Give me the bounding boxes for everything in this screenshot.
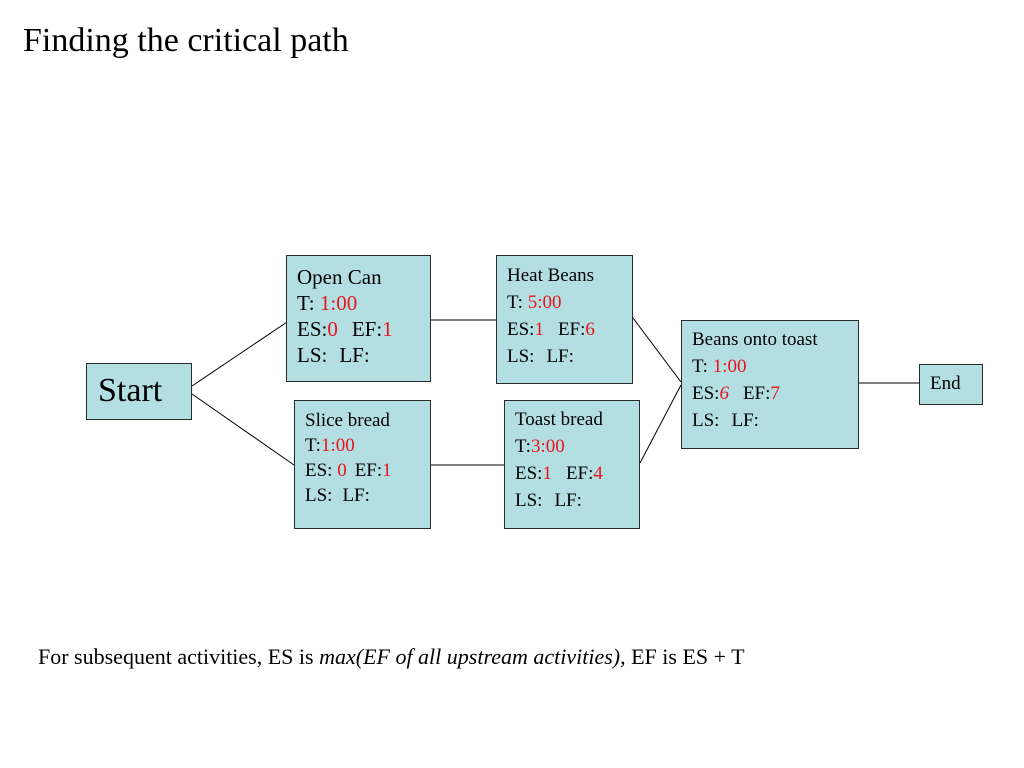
open-can-t-value: 1:00 xyxy=(319,291,358,315)
slice-bread-t-label: T: xyxy=(305,435,321,456)
slice-bread-t-value: 1:00 xyxy=(320,435,355,456)
beans-onto-toast-ls-label: LS: xyxy=(692,410,720,431)
heat-beans-ls-label: LS: xyxy=(507,346,535,367)
heat-beans-lf-label: LF: xyxy=(546,346,574,367)
slice-bread-es-value: 0 xyxy=(337,460,347,481)
heat-beans-t-label: T: xyxy=(507,292,523,313)
footer-prefix: For subsequent activities, ES is xyxy=(38,644,320,669)
open-can-es-value: 0 xyxy=(327,317,338,341)
heat-beans-es-label: ES: xyxy=(507,319,535,340)
heat-beans-node: Heat Beans T: 5:00 ES:1 EF:6 LS: LF: xyxy=(496,255,633,384)
footer-suffix: , EF is ES + T xyxy=(620,644,745,669)
heat-beans-ef-label: EF: xyxy=(557,319,586,340)
beans-onto-toast-es-value: 6 xyxy=(719,383,729,404)
heat-beans-ef-value: 6 xyxy=(585,319,595,340)
open-can-ls-label: LS: xyxy=(297,343,328,367)
beans-onto-toast-name: Beans onto toast xyxy=(692,329,818,350)
slice-bread-ef-value: 1 xyxy=(382,460,392,481)
slice-bread-node: Slice bread T:1:00 ES: 0 EF:1 LS: LF: xyxy=(294,400,431,529)
toast-bread-lf-label: LF: xyxy=(554,490,582,511)
slice-bread-es-label: ES: xyxy=(305,460,333,481)
toast-bread-es-label: ES: xyxy=(515,463,543,484)
beans-onto-toast-lf-label: LF: xyxy=(731,410,759,431)
slide-title: Finding the critical path xyxy=(23,22,349,59)
beans-onto-toast-ef-label: EF: xyxy=(742,383,771,404)
toast-bread-ls-label: LS: xyxy=(515,490,543,511)
beans-onto-toast-node: Beans onto toast T: 1:00 ES:6 EF:7 LS: LF: xyxy=(681,320,859,449)
toast-bread-name: Toast bread xyxy=(515,409,603,430)
beans-onto-toast-es-label: ES: xyxy=(692,383,720,404)
beans-onto-toast-t-value: 1:00 xyxy=(712,356,747,377)
open-can-es-label: ES: xyxy=(297,317,328,341)
open-can-node: Open Can T: 1:00 ES:0 EF:1 LS: LF: xyxy=(286,255,431,382)
footer-note: For subsequent activities, ES is max(EF … xyxy=(38,644,745,670)
open-can-name: Open Can xyxy=(297,265,382,289)
open-can-t-label: T: xyxy=(297,291,315,315)
edge-start-slice-bread xyxy=(191,393,295,466)
toast-bread-ef-value: 4 xyxy=(593,463,603,484)
heat-beans-t-value: 5:00 xyxy=(527,292,562,313)
beans-onto-toast-t-label: T: xyxy=(692,356,708,377)
start-label: Start xyxy=(98,372,163,409)
slice-bread-ls-label: LS: xyxy=(305,485,333,506)
beans-onto-toast-ef-value: 7 xyxy=(770,383,780,404)
toast-bread-t-value: 3:00 xyxy=(530,436,565,457)
heat-beans-name: Heat Beans xyxy=(507,265,595,286)
end-label: End xyxy=(930,373,961,394)
edge-heat-beans-beans-onto-toast xyxy=(632,317,682,383)
start-node: Start xyxy=(86,363,192,420)
toast-bread-t-label: T: xyxy=(515,436,531,457)
slice-bread-ef-label: EF: xyxy=(354,460,383,481)
edge-start-open-can xyxy=(191,319,291,387)
footer-italic: max(EF of all upstream activities) xyxy=(319,644,621,669)
slice-bread-lf-label: LF: xyxy=(342,485,370,506)
toast-bread-node: Toast bread T:3:00 ES:1 EF:4 LS: LF: xyxy=(504,400,640,529)
slice-bread-name: Slice bread xyxy=(305,410,390,431)
heat-beans-es-value: 1 xyxy=(534,319,544,340)
toast-bread-es-value: 1 xyxy=(542,463,552,484)
toast-bread-ef-label: EF: xyxy=(565,463,594,484)
open-can-lf-label: LF: xyxy=(339,343,370,367)
open-can-ef-label: EF: xyxy=(351,317,383,341)
open-can-ef-value: 1 xyxy=(382,317,393,341)
end-node: End xyxy=(919,364,983,405)
edge-toast-bread-beans-onto-toast xyxy=(639,384,682,464)
